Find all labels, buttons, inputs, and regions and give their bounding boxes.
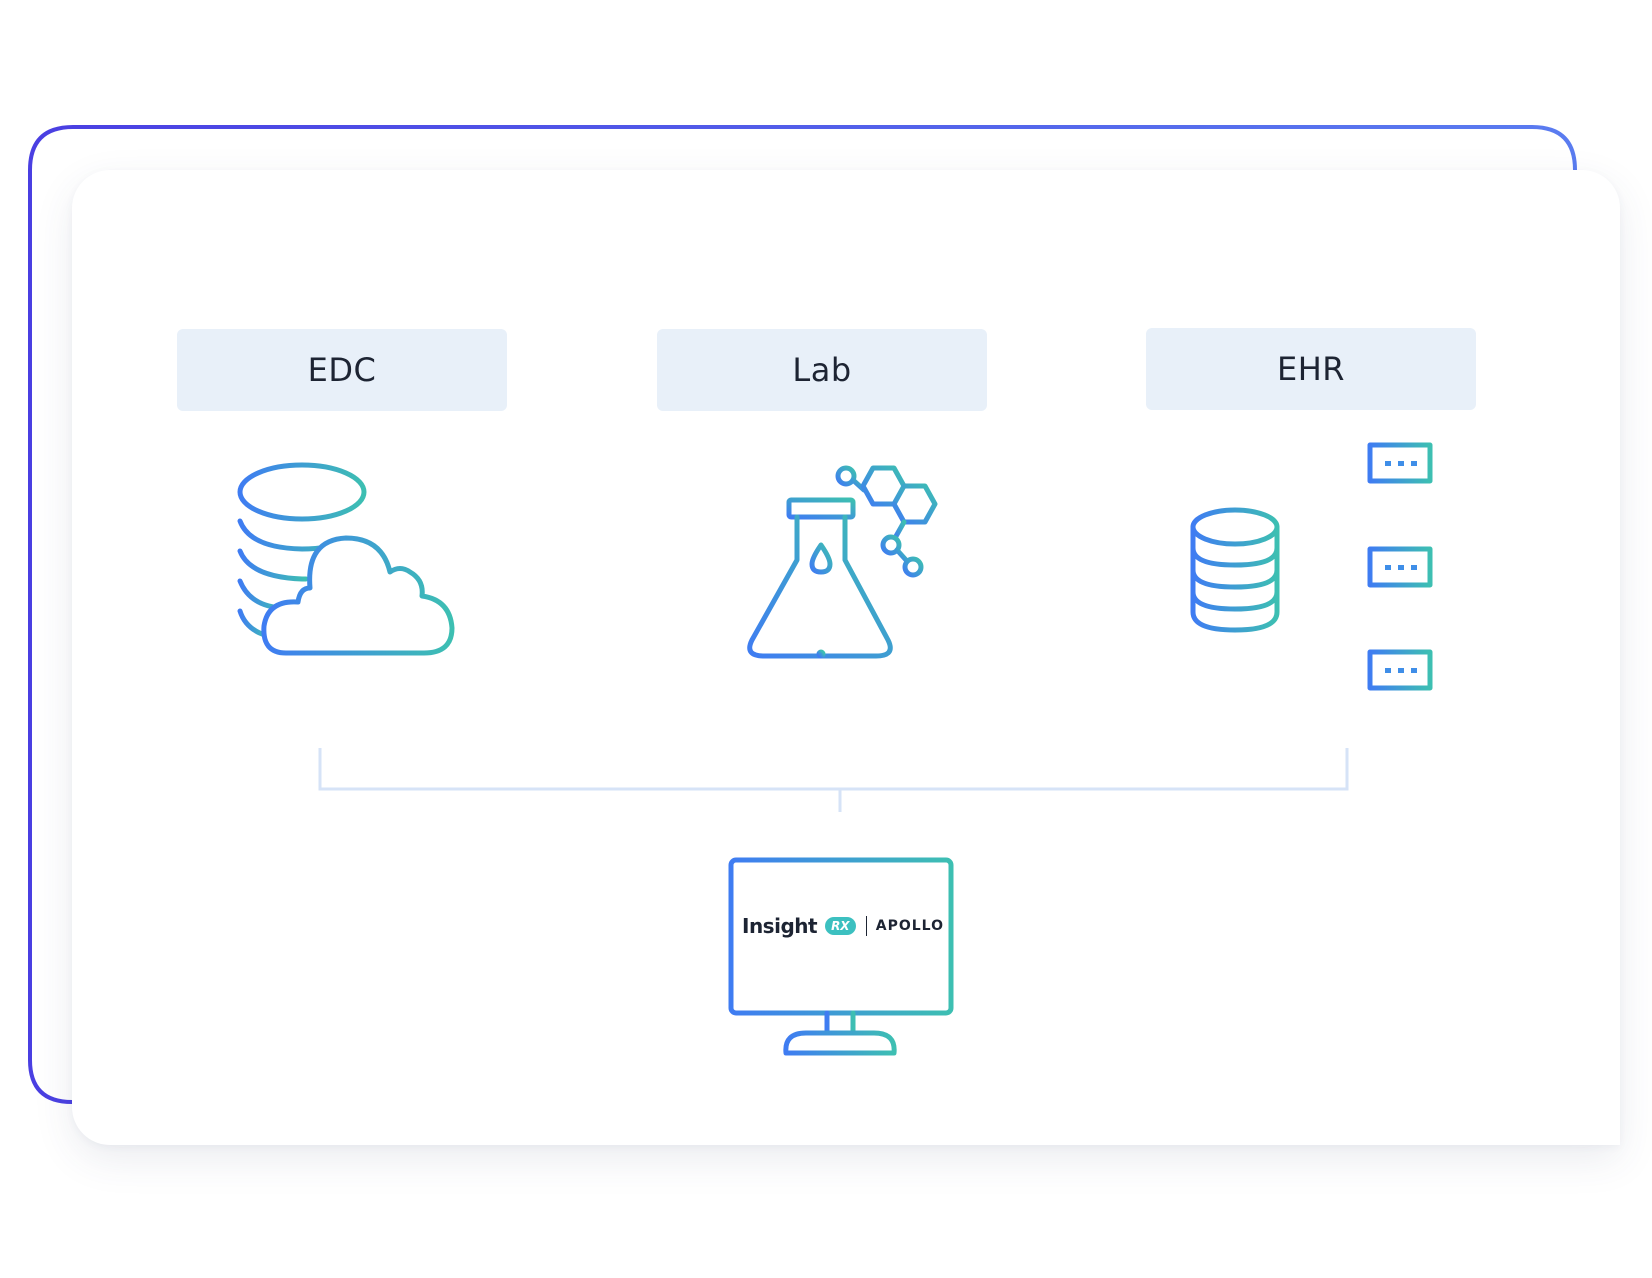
brand-badge: RX [825, 917, 856, 935]
brand-logo: Insight RX APOLLO [742, 906, 944, 946]
source-label-lab: Lab [657, 329, 987, 411]
source-label-ehr: EHR [1146, 328, 1476, 410]
source-label-edc: EDC [177, 329, 507, 411]
source-label-ehr-text: EHR [1276, 350, 1345, 388]
source-label-edc-text: EDC [307, 351, 377, 389]
source-label-lab-text: Lab [792, 351, 852, 389]
brand-name: Insight [742, 914, 818, 938]
brand-product: APOLLO [875, 918, 944, 934]
diagram-card [72, 170, 1620, 1145]
